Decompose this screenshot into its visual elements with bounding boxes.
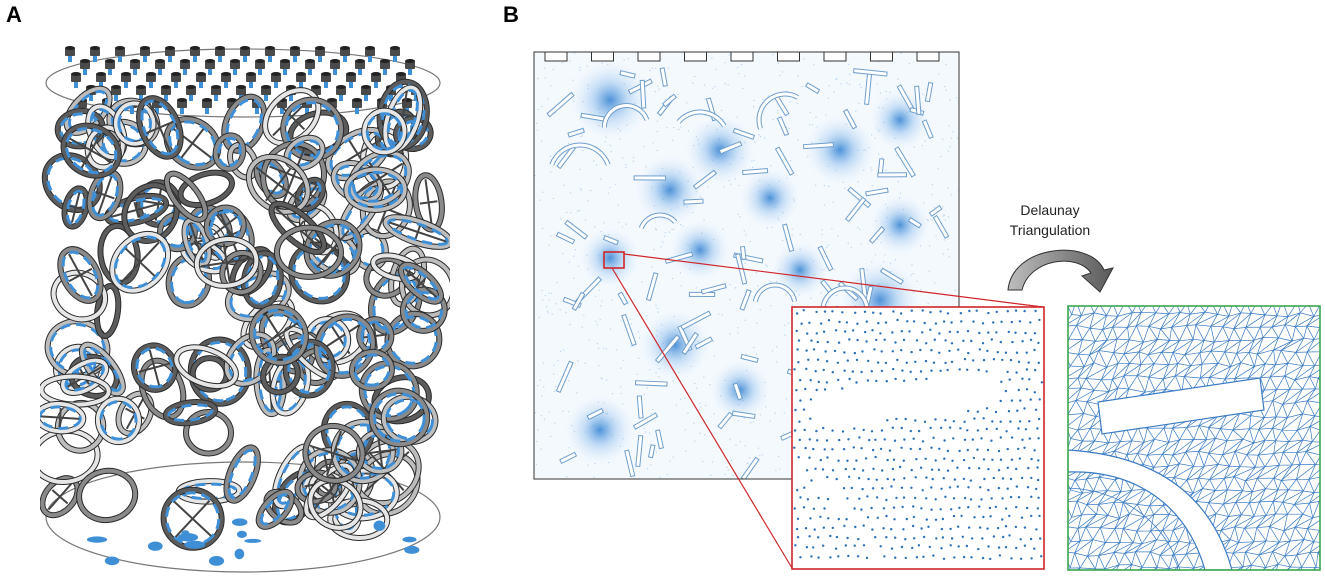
point-cloud-zoom [791, 306, 1045, 570]
triangulated-mesh [1067, 305, 1321, 571]
panel-label-a: A [6, 2, 22, 27]
method-caption-line1: Delaunay [1020, 202, 1080, 218]
method-caption-line2: Triangulation [1009, 222, 1091, 238]
pall-rings [40, 78, 450, 566]
curved-arrow-icon [1007, 249, 1114, 293]
zoom-connectors [603, 251, 1044, 569]
packed-column-render [40, 46, 450, 573]
panel-label-b: B [503, 2, 519, 27]
